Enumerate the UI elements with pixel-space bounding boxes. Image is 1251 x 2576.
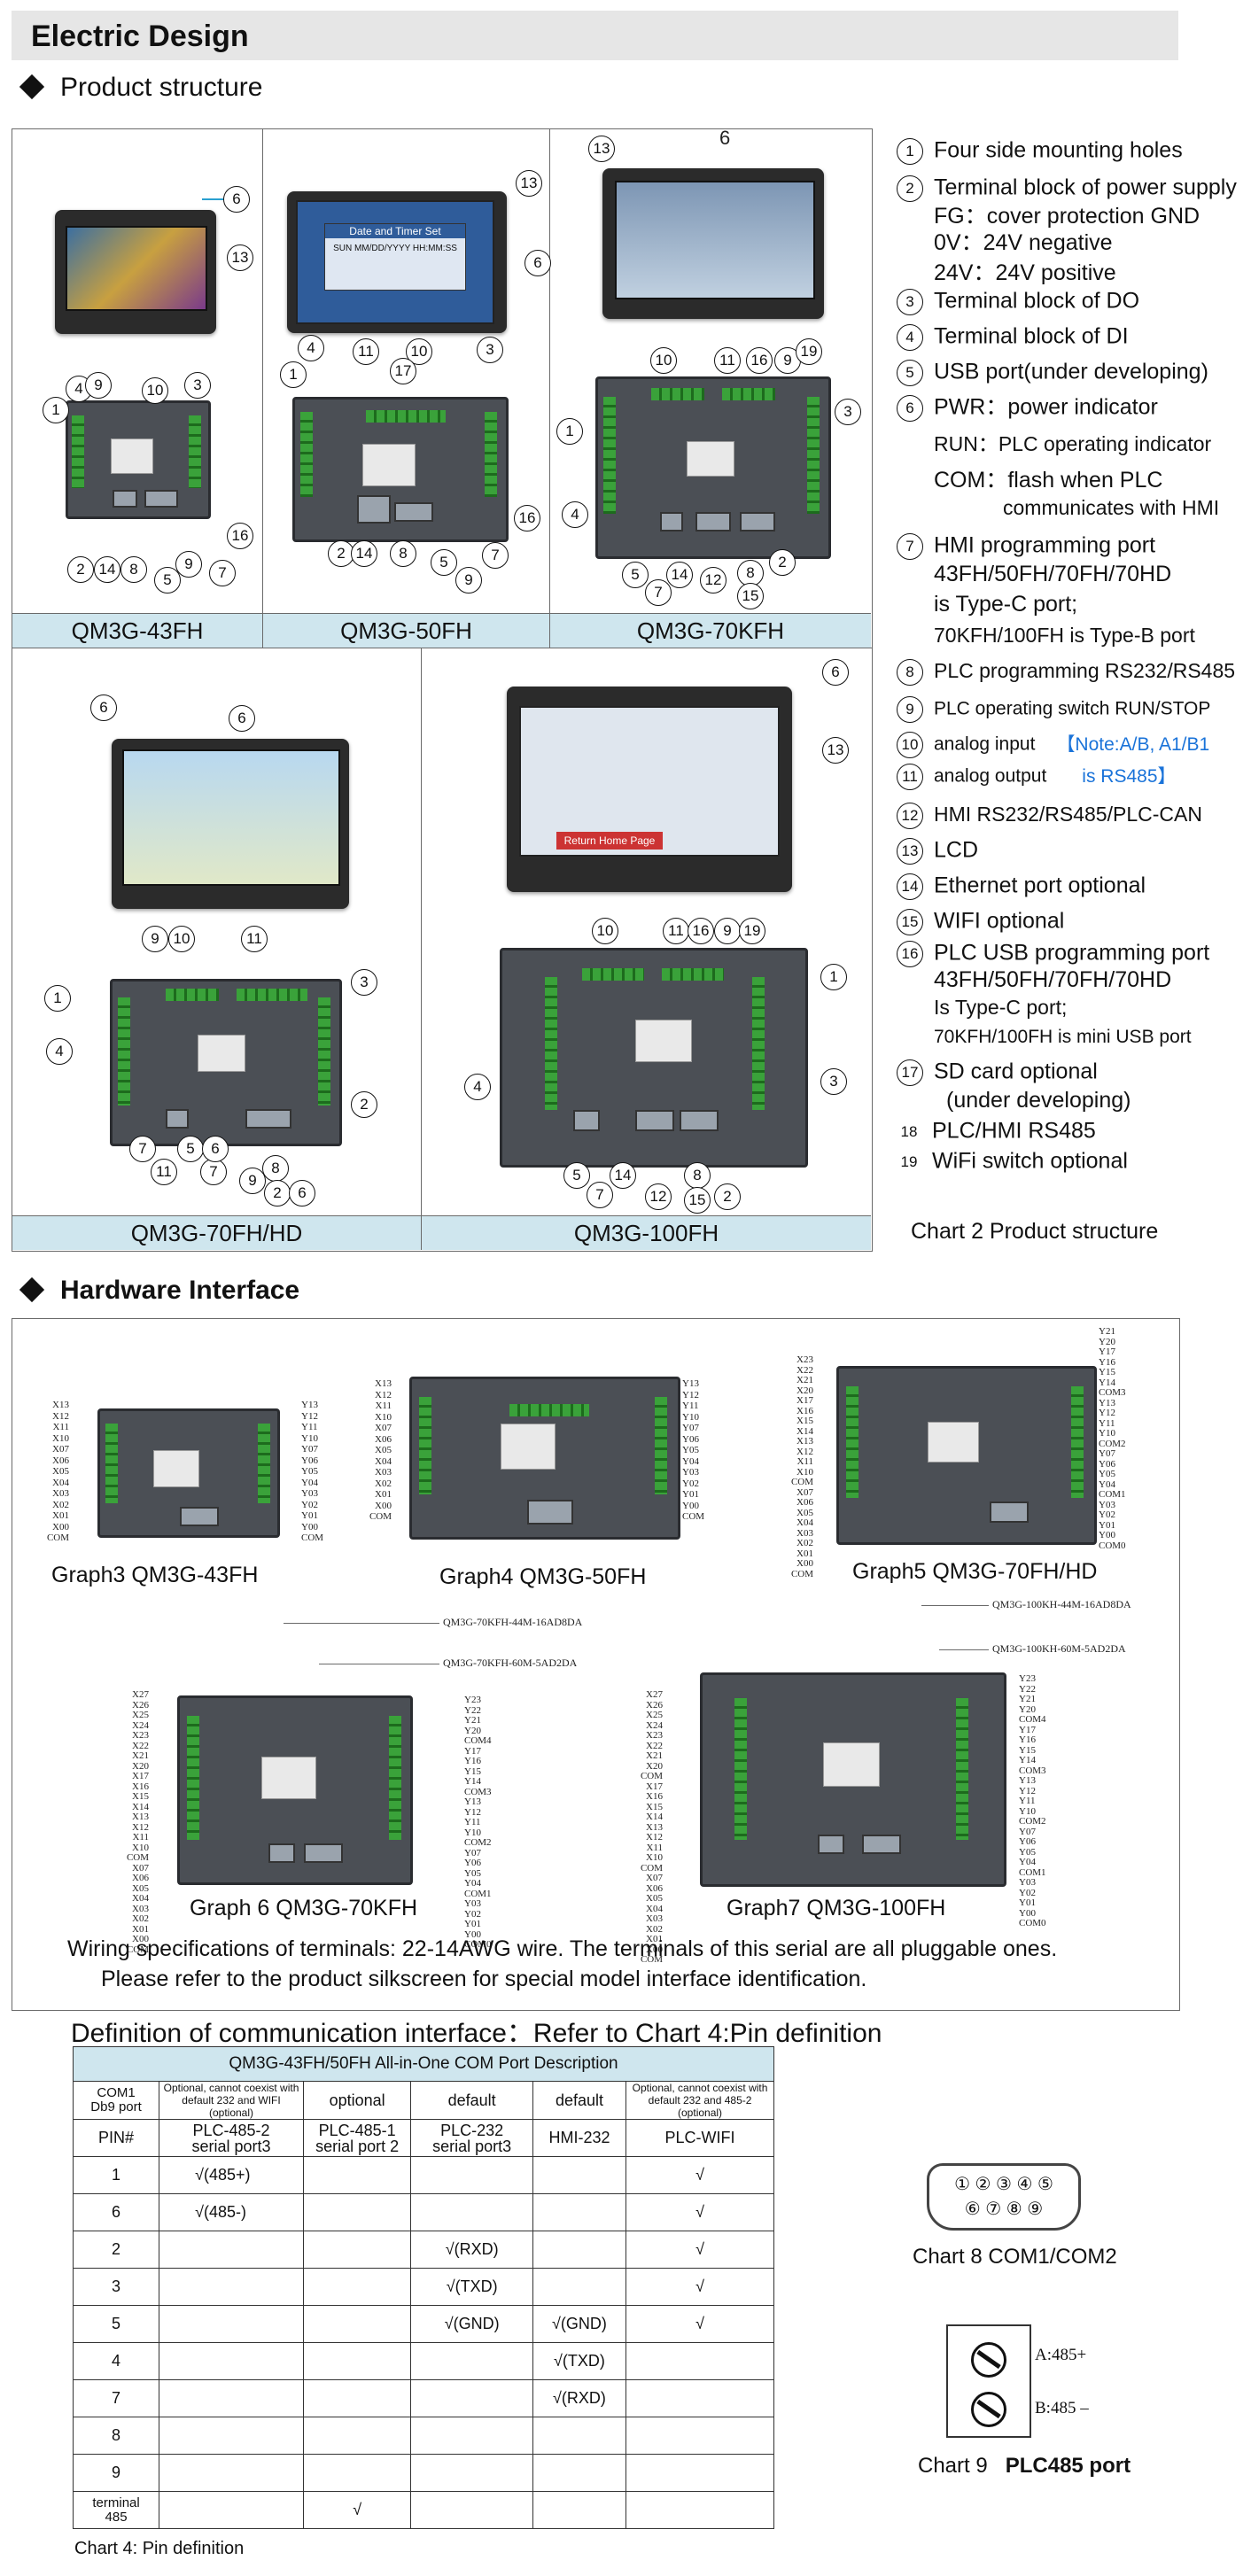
chart4-caption: Chart 4: Pin definition: [74, 2539, 245, 2558]
model-caption-50fh: QM3G-50FH: [263, 613, 549, 648]
hmi-70kfh-front: [602, 168, 824, 319]
graph3-caption: Graph3 QM3G-43FH: [51, 1563, 259, 1587]
diamond-bullet-icon: [19, 1276, 45, 1303]
table-row: 9: [72, 2454, 774, 2492]
hmi-43fh-back: [66, 400, 211, 519]
graph3-back: [97, 1408, 280, 1538]
table-row: 1√(485+)√: [72, 2156, 774, 2194]
product-structure-figure: [12, 128, 873, 1252]
plc485-a-label: A:485+: [1035, 2346, 1087, 2364]
table-row: 4√(TXD): [72, 2342, 774, 2380]
graph7-caption: Graph7 QM3G-100FH: [727, 1896, 946, 1920]
screw-icon: [971, 2392, 1006, 2427]
page-title-bar: Electric Design: [12, 11, 1178, 60]
hmi-50fh-back: [292, 397, 509, 542]
hardware-interface-heading: Hardware Interface: [18, 1276, 299, 1306]
chart2-caption: Chart 2 Product structure: [911, 1219, 1159, 1244]
hardware-interface-figure: [12, 1318, 1180, 2011]
graph5-back: [836, 1366, 1097, 1545]
product-structure-heading: Product structure: [18, 73, 262, 103]
db9-connector-diagram: ① ② ③ ④ ⑤ ⑥ ⑦ ⑧ ⑨: [927, 2163, 1081, 2231]
comm-heading: Definition of communication interface：Re…: [71, 2019, 882, 2048]
graph6-caption: Graph 6 QM3G-70KFH: [190, 1896, 418, 1920]
hmi-70kfh-back: [595, 376, 831, 559]
table-row: 7√(RXD): [72, 2379, 774, 2417]
graph6-back: [177, 1695, 413, 1885]
page-title: Electric Design: [31, 19, 249, 53]
chart9-caption: Chart 9 PLC485 port: [918, 2454, 1131, 2478]
plc485-terminal-diagram: [946, 2324, 1031, 2438]
table-row: 2√(RXD)√: [72, 2231, 774, 2269]
wiring-note-2: Please refer to the product silkscreen f…: [101, 1967, 867, 1991]
hmi-100fh-back: [500, 948, 808, 1168]
table-row: 8: [72, 2417, 774, 2455]
hmi-100fh-front: Return Home Page: [507, 687, 792, 892]
hmi-50fh-front: Date and Timer Set SUN MM/DD/YYYY HH:MM:…: [287, 191, 507, 333]
model-caption-43fh: QM3G-43FH: [12, 613, 262, 648]
wiring-note-1: Wiring specifications of terminals: 22-1…: [67, 1936, 1058, 1961]
screw-icon: [971, 2342, 1006, 2378]
graph7-back: [700, 1672, 1006, 1887]
table-row: 3√(TXD)√: [72, 2268, 774, 2306]
graph4-caption: Graph4 QM3G-50FH: [439, 1564, 647, 1589]
graph5-caption: Graph5 QM3G-70FH/HD: [852, 1559, 1098, 1584]
hmi-70fh-front: [112, 739, 349, 909]
hmi-43fh-front: [55, 210, 216, 334]
table-row: 6√(485-)√: [72, 2193, 774, 2231]
graph4-back: [409, 1377, 680, 1540]
model-caption-70fh: QM3G-70FH/HD: [12, 1215, 421, 1250]
table-row: 5√(GND)√(GND)√: [72, 2305, 774, 2343]
chart8-caption: Chart 8 COM1/COM2: [913, 2245, 1117, 2269]
hmi-70fh-back: [110, 979, 342, 1146]
model-caption-70kfh: QM3G-70KFH: [550, 613, 871, 648]
diamond-bullet-icon: [19, 74, 45, 100]
plc485-b-label: B:485 –: [1035, 2399, 1089, 2417]
model-caption-100fh: QM3G-100FH: [422, 1215, 871, 1250]
com-port-table: QM3G-43FH/50FH All-in-One COM Port Descr…: [72, 2046, 774, 2529]
